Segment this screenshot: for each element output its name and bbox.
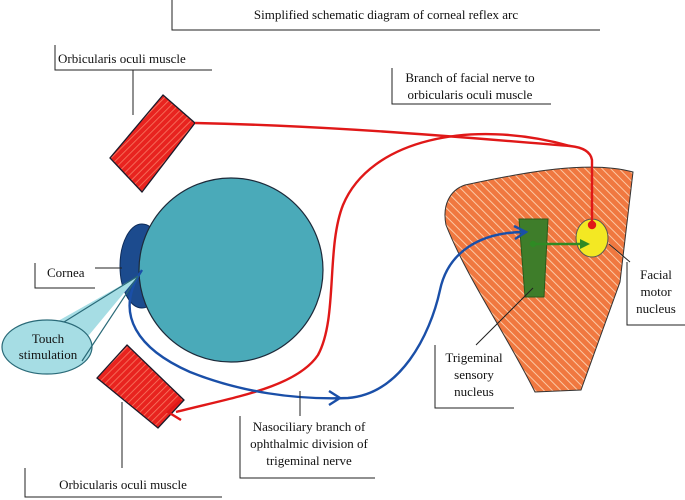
nasociliary-label-box: Nasociliary branch of ophthalmic divisio…	[239, 416, 375, 479]
facial-nerve-path	[166, 121, 597, 422]
facial-branch-label-box: Branch of facial nerve to orbicularis oc…	[391, 68, 551, 105]
lower-muscle-label: Orbicularis oculi muscle	[59, 477, 187, 492]
touch-label-line2: stimulation	[19, 347, 78, 362]
facial-nucleus-label-line1: Facial	[640, 267, 672, 282]
facial-nucleus-label-line2: motor	[640, 284, 672, 299]
nasociliary-label-line2: ophthalmic division of	[250, 436, 368, 451]
nasociliary-label-line1: Nasociliary branch of	[253, 419, 366, 434]
cornea-label-box: Cornea	[34, 263, 95, 289]
diagram-title: Simplified schematic diagram of corneal …	[254, 7, 518, 22]
cornea-label: Cornea	[47, 265, 85, 280]
facial-branch-label-line2: orbicularis oculi muscle	[408, 87, 533, 102]
trigeminal-sensory-nucleus	[518, 218, 549, 298]
interneuron-arrow	[529, 239, 590, 249]
nasociliary-label-line3: trigeminal nerve	[266, 453, 352, 468]
trigeminal-label-line1: Trigeminal	[445, 350, 503, 365]
eyeball	[138, 177, 324, 363]
upper-muscle-label: Orbicularis oculi muscle	[58, 51, 186, 66]
facial-branch-label-line1: Branch of facial nerve to	[405, 70, 534, 85]
upper-orbicularis-muscle	[109, 94, 196, 194]
trigeminal-label-line2: sensory	[454, 367, 494, 382]
trigeminal-nucleus-leader	[475, 287, 534, 346]
touch-label-line1: Touch	[32, 331, 65, 346]
trigeminal-nerve-path	[128, 224, 529, 407]
upper-muscle-label-box: Orbicularis oculi muscle	[54, 45, 212, 71]
lower-muscle-label-box: Orbicularis oculi muscle	[24, 468, 222, 498]
trigeminal-nucleus-label-box: Trigeminal sensory nucleus	[434, 345, 514, 409]
trigeminal-label-line3: nucleus	[454, 384, 494, 399]
touch-stimulation-bubble: Touch stimulation	[1, 275, 139, 375]
facial-nucleus-label-line3: nucleus	[636, 301, 676, 316]
facial-nucleus-leader	[608, 243, 631, 263]
facial-nucleus-label-box: Facial motor nucleus	[626, 262, 685, 326]
title-box: Simplified schematic diagram of corneal …	[171, 0, 600, 31]
lower-orbicularis-muscle	[96, 344, 185, 429]
